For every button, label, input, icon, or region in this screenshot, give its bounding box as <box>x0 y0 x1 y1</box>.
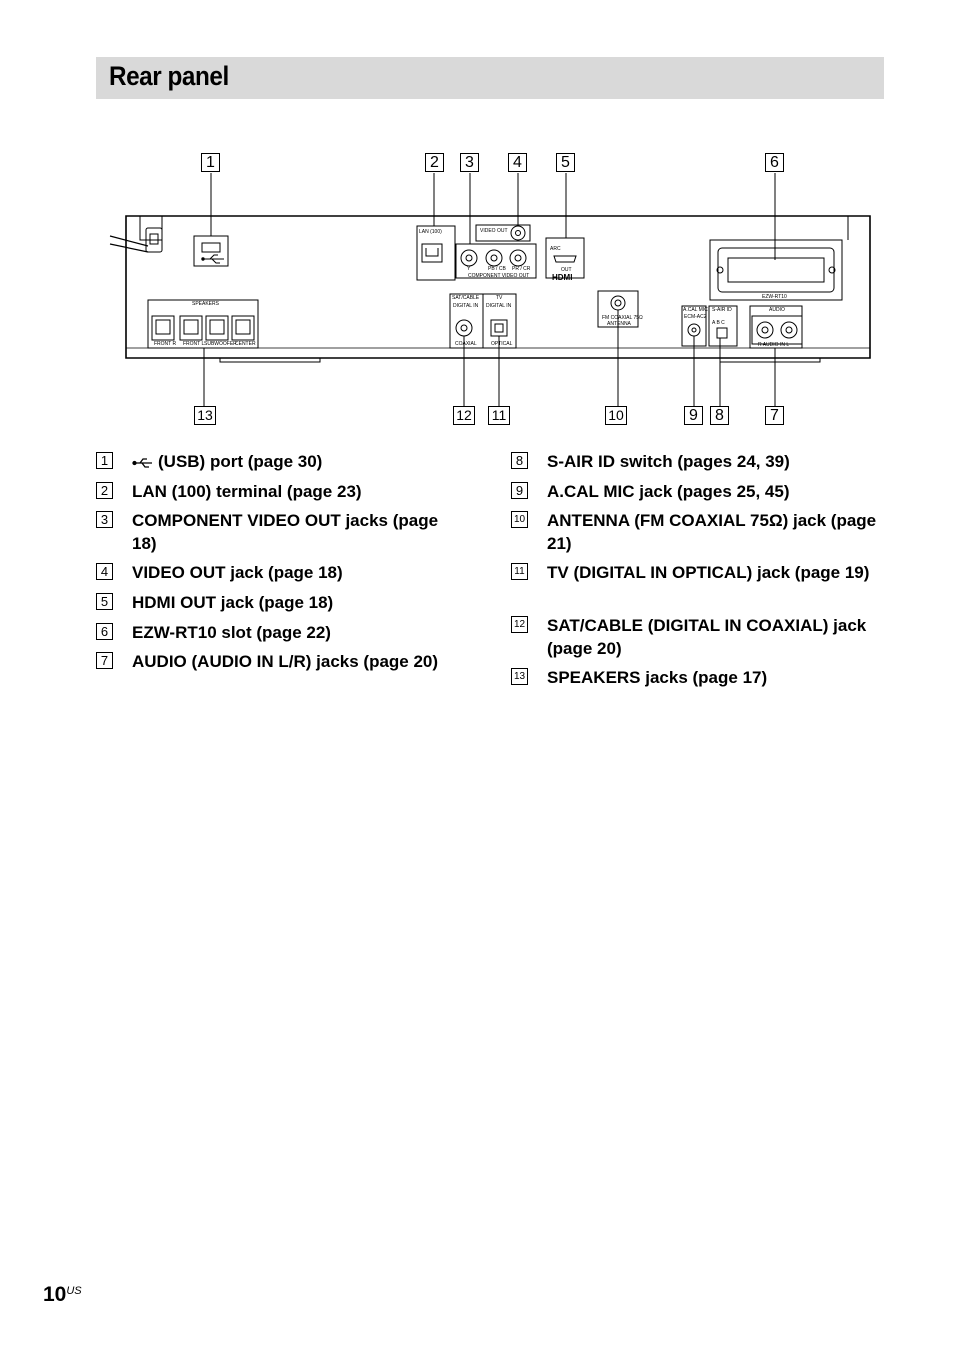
rear-panel-figure: LAN (100) VIDEO OUT COMPONENT VIDEO OUT … <box>100 148 880 438</box>
item-text: A.CAL MIC jack (pages 25, 45) <box>547 482 790 501</box>
audio-label: AUDIO <box>769 307 785 313</box>
item-text: (USB) port (page 30) <box>158 452 323 471</box>
usb-port-icon <box>201 254 224 264</box>
item-number: 1 <box>96 452 113 469</box>
item-text: EZW-RT10 slot (page 22) <box>132 623 331 642</box>
sair-label: S-AIR ID <box>712 307 732 313</box>
item-text: LAN (100) terminal (page 23) <box>132 482 362 501</box>
page-title: Rear panel <box>109 61 229 91</box>
comp-pb-label: PB / CB <box>488 266 506 272</box>
item-text: ANTENNA (FM COAXIAL 75Ω) jack (page 21) <box>547 511 877 553</box>
center-label: CENTER <box>235 341 256 347</box>
acal-label: A.CAL MIC <box>683 307 708 313</box>
subwoofer-label: SUBWOOFER <box>204 341 237 347</box>
item-number: 3 <box>96 511 113 528</box>
optical-label: OPTICAL <box>491 341 513 347</box>
item-number: 2 <box>96 482 113 499</box>
item-text: COMPONENT VIDEO OUT jacks (page 18) <box>132 511 439 553</box>
callout-4: 4 <box>508 153 527 172</box>
speakers-label: SPEAKERS <box>192 301 220 307</box>
antenna-label: ANTENNA <box>607 321 632 327</box>
digital-in-1-label: DIGITAL IN <box>453 303 479 309</box>
comp-y-label: Y <box>467 266 471 272</box>
item-text: SAT/CABLE (DIGITAL IN COAXIAL) jack (pag… <box>547 616 867 658</box>
callout-2: 2 <box>425 153 444 172</box>
item-number: 7 <box>96 652 113 669</box>
callout-6: 6 <box>765 153 784 172</box>
item-text: VIDEO OUT jack (page 18) <box>132 563 343 582</box>
item-text: SPEAKERS jacks (page 17) <box>547 668 768 687</box>
video-out-label: VIDEO OUT <box>480 228 508 234</box>
hdmi-logo: HDMI <box>552 273 572 282</box>
page-number: 10US <box>43 1283 82 1307</box>
sat-cable-label: SAT/CABLE <box>452 295 480 301</box>
section-title-bar: Rear panel <box>96 57 884 99</box>
fm-label: FM COAXIAL 75Ω <box>602 315 643 321</box>
item-number: 10 <box>511 511 528 528</box>
comp-pr-label: PR / CR <box>512 266 531 272</box>
panel-labels: LAN (100) VIDEO OUT COMPONENT VIDEO OUT … <box>154 228 789 348</box>
page-number-value: 10 <box>43 1283 67 1306</box>
ecm-label: ECM-AC2 <box>684 314 707 320</box>
item-text: HDMI OUT jack (page 18) <box>132 593 334 612</box>
item-number: 12 <box>511 616 528 633</box>
item-number: 6 <box>96 623 113 640</box>
item-number: 4 <box>96 563 113 580</box>
item-number: 11 <box>511 563 528 580</box>
audio-in-label: R AUDIO IN L <box>758 342 789 348</box>
callout-10: 10 <box>605 406 627 425</box>
front-l-label: FRONT L <box>183 341 205 347</box>
item-text: TV (DIGITAL IN OPTICAL) jack (page 19) <box>547 563 870 582</box>
front-r-label: FRONT R <box>154 341 177 347</box>
item-number: 9 <box>511 482 528 499</box>
rear-panel-diagram: LAN (100) VIDEO OUT COMPONENT VIDEO OUT … <box>109 173 871 406</box>
tv-label: TV <box>496 295 503 301</box>
ezw-label: EZW-RT10 <box>762 294 787 300</box>
lan-label: LAN (100) <box>419 229 442 235</box>
item-number: 13 <box>511 668 528 685</box>
callout-3: 3 <box>460 153 479 172</box>
callout-5: 5 <box>556 153 575 172</box>
callout-9: 9 <box>684 406 703 425</box>
callout-12: 12 <box>453 406 475 425</box>
arc-label: ARC <box>550 246 561 252</box>
hdmi-out-label: OUT <box>561 267 572 273</box>
coaxial-label: COAXIAL <box>455 341 477 347</box>
item-text: S-AIR ID switch (pages 24, 39) <box>547 452 790 471</box>
usb-icon <box>132 457 152 468</box>
item-number: 5 <box>96 593 113 610</box>
item-number: 8 <box>511 452 528 469</box>
callout-1: 1 <box>201 153 220 172</box>
callout-8: 8 <box>710 406 729 425</box>
digital-in-2-label: DIGITAL IN <box>486 303 512 309</box>
callout-13: 13 <box>194 406 216 425</box>
callout-7: 7 <box>765 406 784 425</box>
page-number-suffix: US <box>66 1285 82 1297</box>
abc-label: A B C <box>712 320 725 326</box>
callout-11: 11 <box>488 406 510 425</box>
component-label: COMPONENT VIDEO OUT <box>468 273 529 279</box>
item-text: AUDIO (AUDIO IN L/R) jacks (page 20) <box>132 652 439 671</box>
